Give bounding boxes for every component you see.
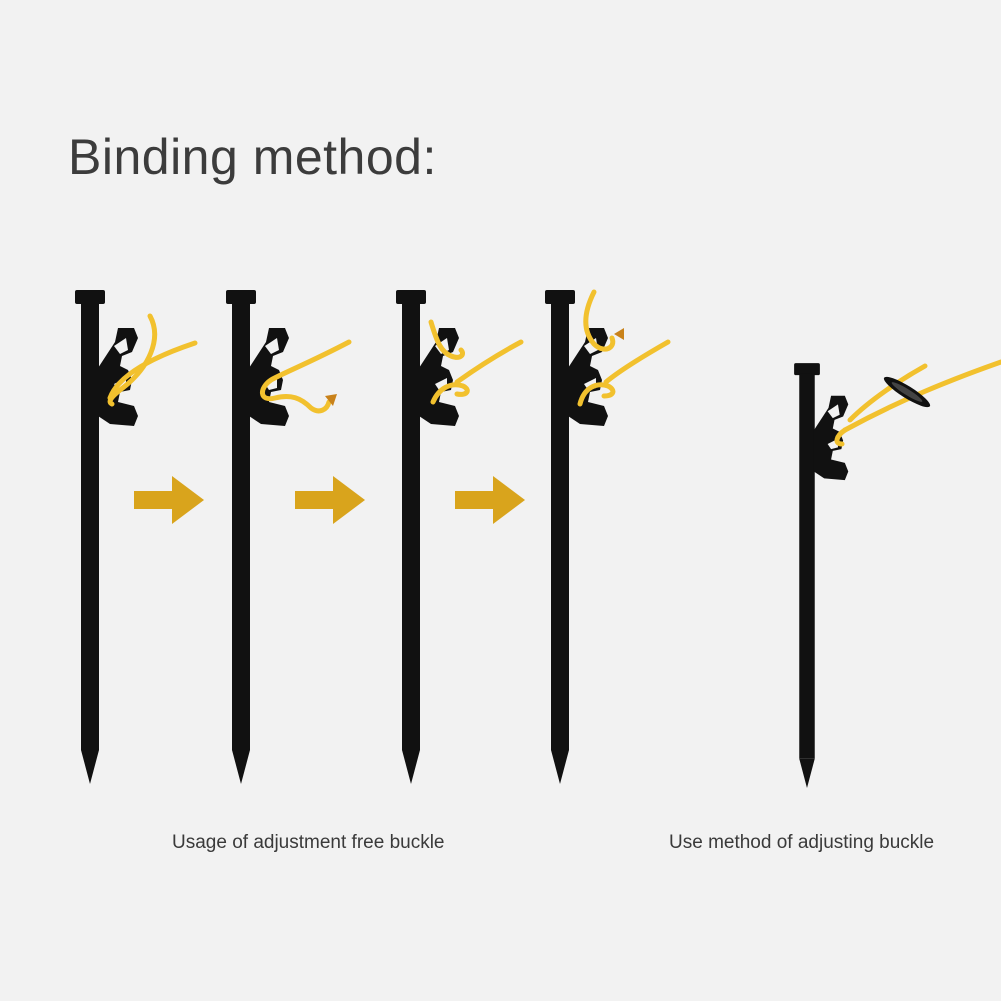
stake-step-3 [396, 290, 524, 784]
tent-stake-icon [75, 290, 138, 784]
adjusting-buckle-icon [883, 376, 931, 408]
right-arrow-icon [295, 476, 365, 524]
rope-icon [260, 339, 352, 414]
right-arrow-icon [455, 476, 525, 524]
caption-adjustment-free-buckle: Usage of adjustment free buckle [172, 832, 445, 853]
caption-adjusting-buckle: Use method of adjusting buckle [669, 832, 935, 853]
rope-icon [577, 289, 671, 407]
page-title: Binding method: [68, 129, 437, 185]
stake-adjusting-buckle [794, 363, 849, 788]
tent-stake-icon [794, 363, 849, 788]
tent-stake-icon [226, 290, 289, 784]
rope-icon [834, 359, 1001, 447]
rope-icon [107, 313, 198, 407]
stake-step-1 [75, 290, 198, 784]
rope-icon [428, 319, 524, 405]
tent-stake-icon [545, 290, 608, 784]
right-arrow-icon [134, 476, 204, 524]
loop-direction-arrow [325, 394, 337, 406]
stake-step-2 [226, 290, 352, 784]
loop-direction-arrow [614, 328, 624, 340]
stake-step-4 [545, 289, 671, 784]
tent-stake-icon [396, 290, 459, 784]
